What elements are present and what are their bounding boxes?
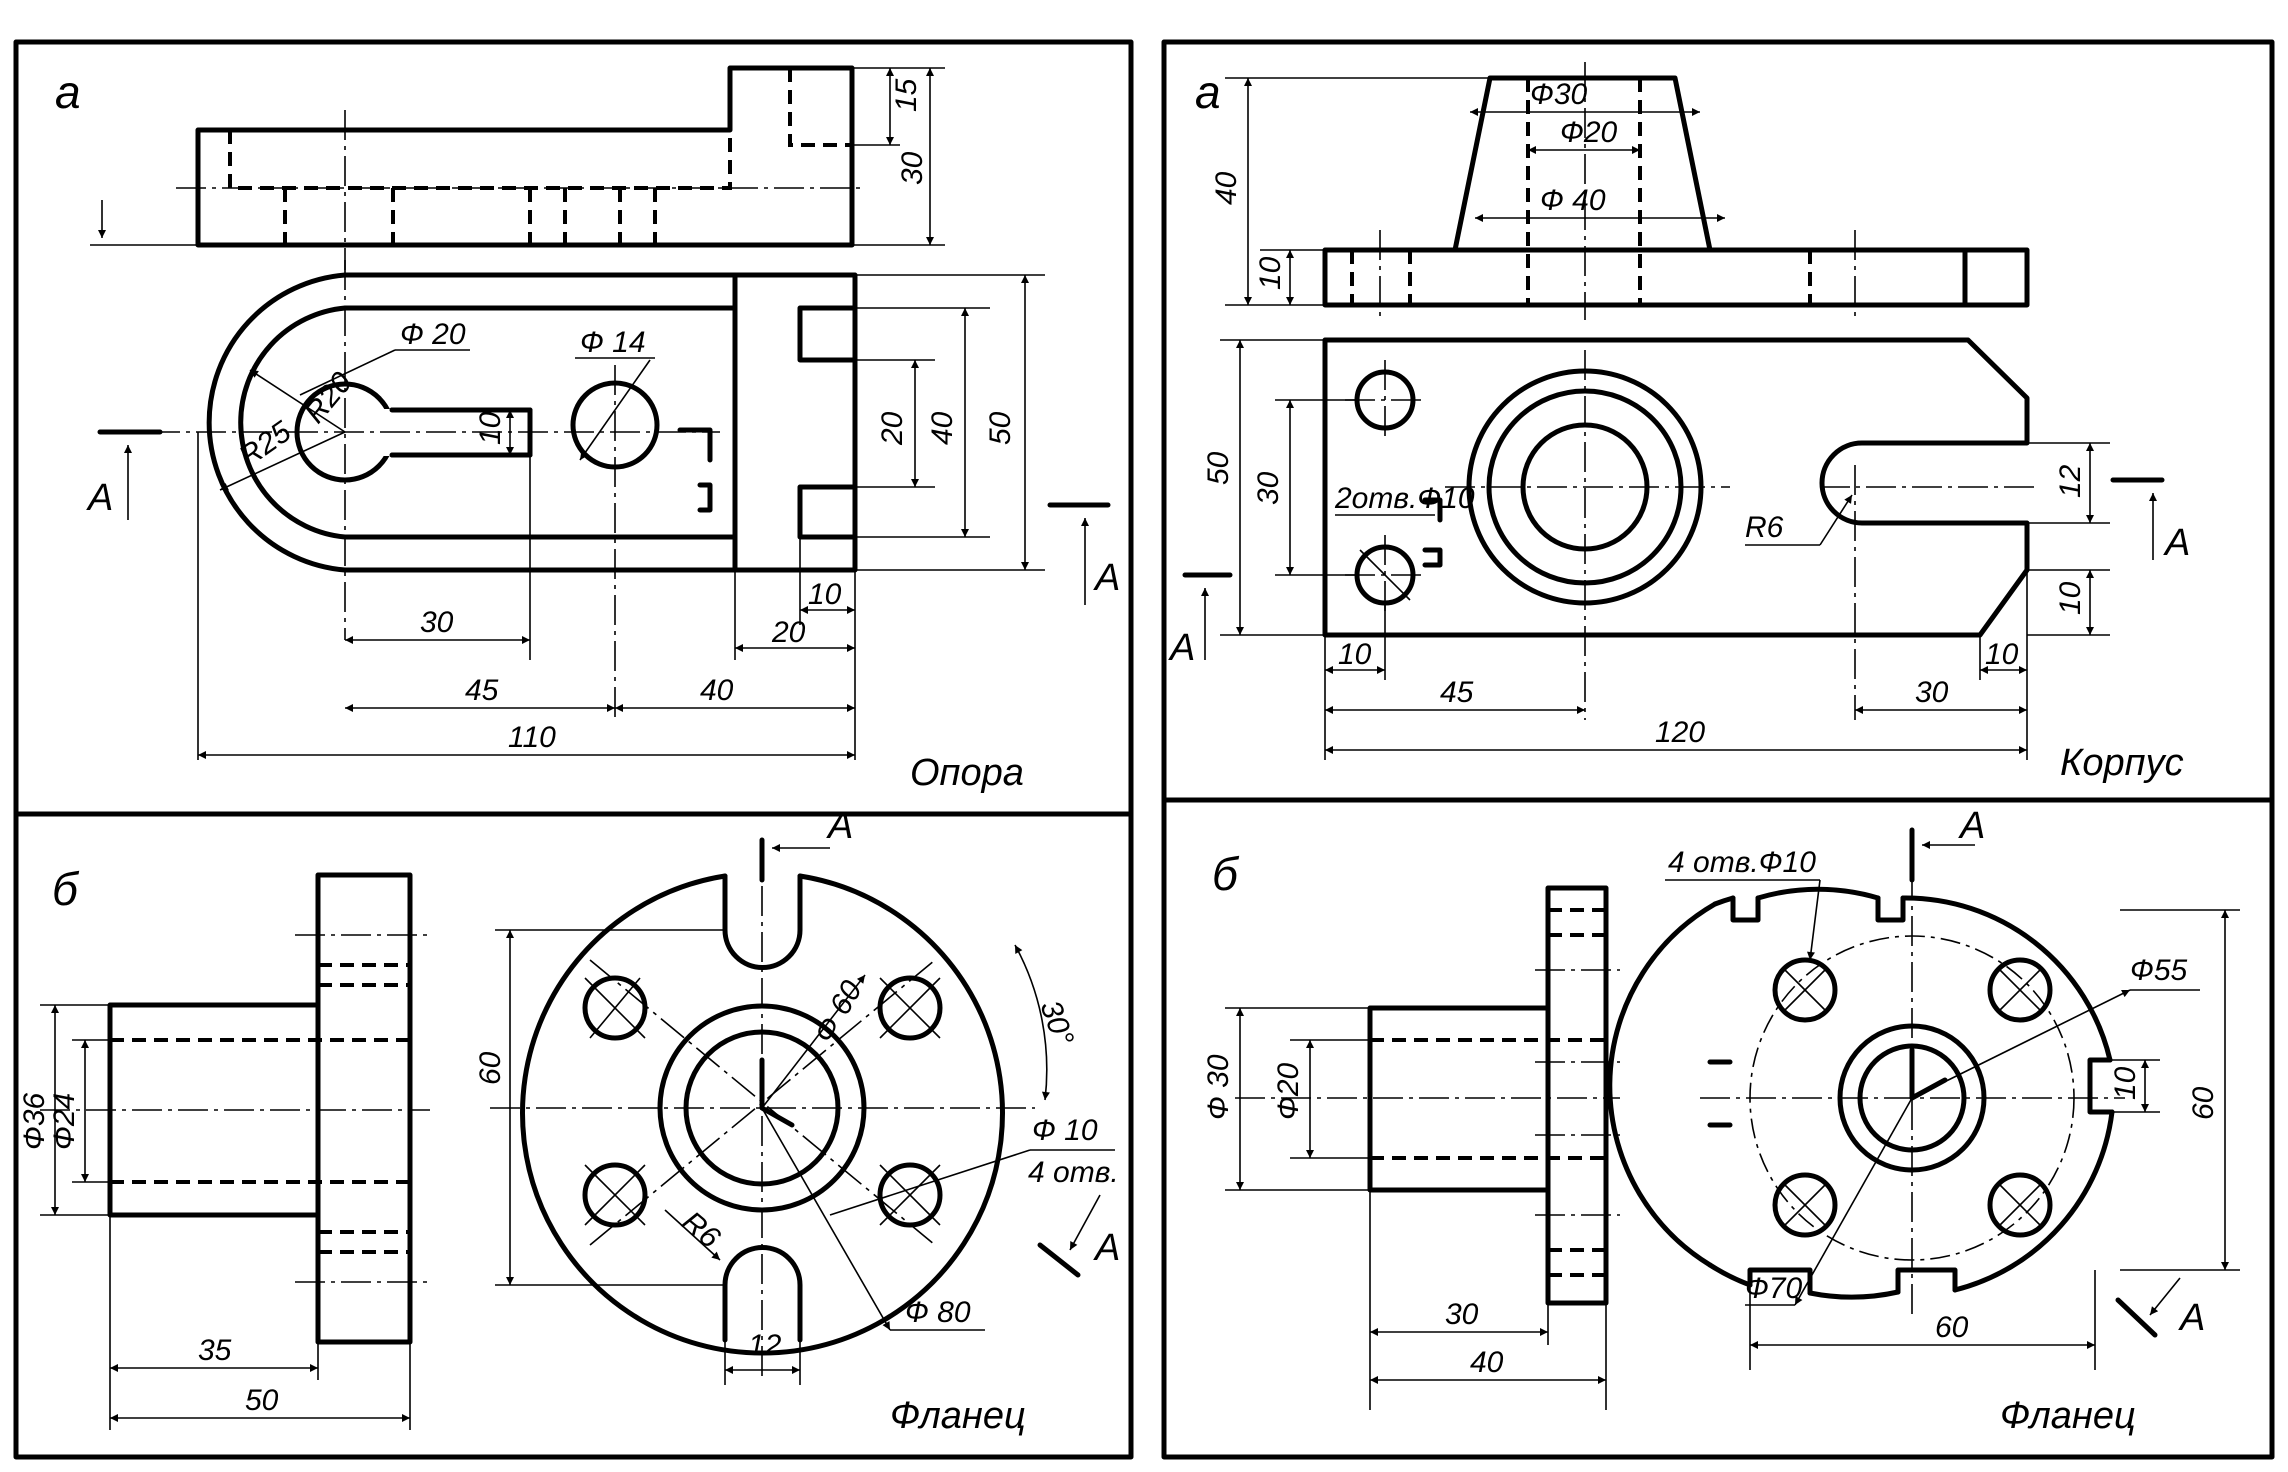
dim-phi20: Ф 20 xyxy=(400,318,466,351)
dim-30: 30 xyxy=(1915,676,1949,709)
dim-60-vertical: 60 xyxy=(2187,1086,2220,1120)
section-mark-a-right: А xyxy=(2163,522,2190,564)
sheet-frames xyxy=(13,39,2275,1460)
dim-12: 12 xyxy=(2054,464,2087,498)
panel-opora: а 15 30 xyxy=(55,65,1120,794)
dim-10-a: 10 xyxy=(1338,638,1372,671)
dim-12: 12 xyxy=(748,1329,782,1362)
section-mark-a-top: А xyxy=(826,805,853,847)
section-mark-a-bottom: А xyxy=(2178,1297,2205,1339)
dim-40-bottom: 40 xyxy=(700,674,734,707)
dim-45: 45 xyxy=(1440,676,1474,709)
dim-phi36: Ф36 xyxy=(18,1092,51,1150)
dim-phi80: Ф 80 xyxy=(905,1296,971,1329)
panel-flanets-right: б Ф 30 Ф20 30 xyxy=(1202,805,2240,1437)
dim-45: 45 xyxy=(465,674,499,707)
dim-10-flange: 10 xyxy=(1254,256,1287,290)
flanets-front-view: А А 60 Ф 60 30° Ф 10 4 отв. R6 12 xyxy=(474,805,1120,1437)
flanets2-side-view: Ф 30 Ф20 30 40 xyxy=(1202,885,1620,1410)
korpus-front-view: Ф30 Ф20 Ф 40 40 10 xyxy=(1210,62,2030,320)
view-label-b: б xyxy=(52,863,80,915)
dim-30-vertical: 30 xyxy=(896,151,929,185)
opora-front-view: 15 30 xyxy=(90,65,945,270)
dim-r20: R20 xyxy=(298,366,359,430)
dim-35: 35 xyxy=(198,1334,232,1367)
dim-4-holes: 4 отв. xyxy=(1028,1156,1119,1189)
dim-10-slot: 10 xyxy=(474,411,507,445)
dim-30deg: 30° xyxy=(1033,996,1080,1050)
dim-60: 60 xyxy=(1935,1311,1969,1344)
dim-holes-2x10: 2отв.Ф10 xyxy=(1334,482,1475,515)
dim-r6: R6 xyxy=(676,1205,727,1255)
panel-korpus: а Ф30 Ф20 Ф 40 40 10 xyxy=(1168,62,2190,784)
section-mark-a-top: А xyxy=(1958,805,1985,847)
dim-50: 50 xyxy=(984,411,1017,445)
view-label-b: б xyxy=(1212,848,1240,900)
dim-r6: R6 xyxy=(1745,511,1784,544)
section-mark-a-left: А xyxy=(1168,627,1195,669)
dim-40: 40 xyxy=(1470,1346,1504,1379)
part-title-korpus: Корпус xyxy=(2060,742,2184,784)
dim-30-vertical: 30 xyxy=(1252,471,1285,505)
dim-15: 15 xyxy=(890,78,923,112)
dim-20: 20 xyxy=(876,411,909,446)
dim-phi30: Ф30 xyxy=(1530,78,1588,111)
dim-phi14: Ф 14 xyxy=(580,326,646,359)
dim-120: 120 xyxy=(1655,716,1705,749)
panel-flanets-left: б Ф36 Ф24 35 50 xyxy=(18,805,1120,1437)
dim-10-bottom: 10 xyxy=(808,578,842,611)
dim-30: 30 xyxy=(1445,1298,1479,1331)
dim-phi55: Ф55 xyxy=(2130,954,2188,987)
part-title-flanets: Фланец xyxy=(2000,1395,2136,1437)
dim-phi30: Ф 30 xyxy=(1202,1054,1235,1120)
dim-50: 50 xyxy=(1202,451,1235,485)
dim-phi10: Ф 10 xyxy=(1032,1114,1098,1147)
dim-60: 60 xyxy=(474,1051,507,1085)
opora-top-view: А А Ф 20 Ф 14 R20 R25 10 20 40 xyxy=(86,260,1120,794)
dim-50: 50 xyxy=(245,1384,279,1417)
dim-30: 30 xyxy=(420,606,454,639)
dim-110: 110 xyxy=(508,721,556,754)
flanets2-front-view: А А 4 отв.Ф10 Ф55 10 60 Ф70 60 xyxy=(1607,805,2240,1437)
dim-4-holes-10: 4 отв.Ф10 xyxy=(1668,846,1816,879)
part-title-flanets: Фланец xyxy=(890,1395,1026,1437)
dim-10-b: 10 xyxy=(1985,638,2019,671)
korpus-top-view: А А 50 30 2отв.Ф10 R6 12 xyxy=(1168,337,2190,784)
dim-phi20: Ф20 xyxy=(1272,1062,1305,1120)
dim-phi40: Ф 40 xyxy=(1540,184,1606,217)
dim-10: 10 xyxy=(2109,1066,2142,1100)
dim-phi24: Ф24 xyxy=(48,1093,81,1150)
dim-20-bottom: 20 xyxy=(771,616,806,649)
dim-10-right: 10 xyxy=(2054,581,2087,615)
section-mark-a-bottom: А xyxy=(1093,1227,1120,1269)
view-label-a: а xyxy=(55,66,81,118)
view-label-a: а xyxy=(1195,66,1221,118)
dim-phi60: Ф 60 xyxy=(807,975,869,1049)
dim-40-height: 40 xyxy=(1210,171,1243,205)
dim-40: 40 xyxy=(926,411,959,445)
dim-phi20: Ф20 xyxy=(1560,116,1618,149)
dim-phi70: Ф70 xyxy=(1745,1272,1803,1305)
section-mark-a-left: А xyxy=(86,477,113,519)
part-title-opora: Опора xyxy=(910,752,1024,794)
section-mark-a-right: А xyxy=(1093,557,1120,599)
flanets-side-view: Ф36 Ф24 35 50 xyxy=(18,872,430,1430)
